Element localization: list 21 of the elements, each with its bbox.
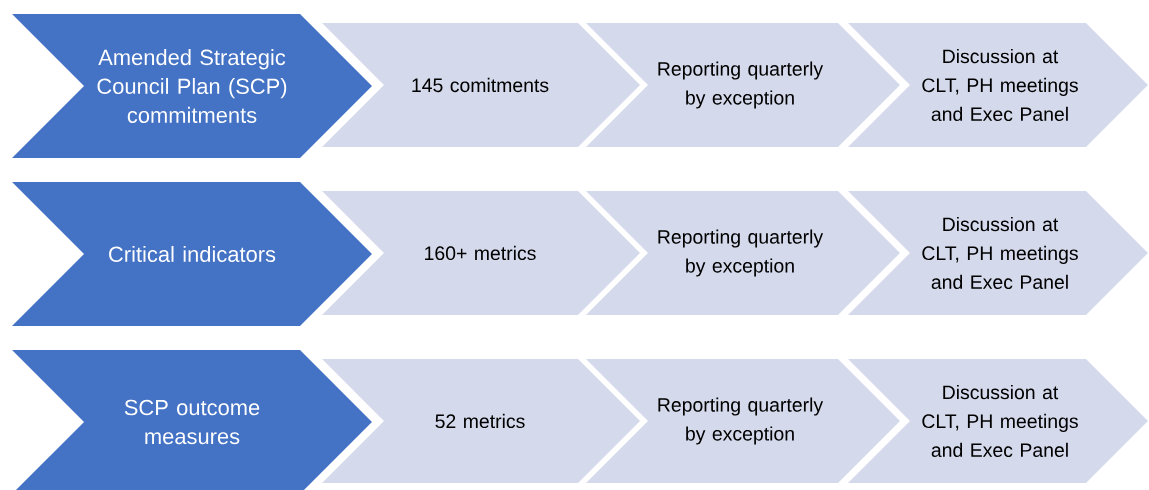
chevron-step: 145 comitments bbox=[322, 23, 640, 147]
node-label: Discussion at CLT, PH meetings and Exec Panel bbox=[922, 48, 1078, 122]
chevron-heading: SCP outcome measures bbox=[12, 350, 372, 490]
node-label: Reporting quarterly by exception bbox=[658, 229, 824, 277]
node-label: Discussion at CLT, PH meetings and Exec Panel bbox=[922, 216, 1078, 290]
chevron-step: Discussion at CLT, PH meetings and Exec Panel bbox=[848, 191, 1148, 315]
node-label: 52 metrics bbox=[435, 413, 525, 429]
chevron-step: Reporting quarterly by exception bbox=[586, 23, 900, 147]
node-label: Reporting quarterly by exception bbox=[658, 61, 824, 109]
chevron-heading: Amended Strategic Council Plan (SCP) commitments bbox=[12, 14, 372, 158]
chevron-step: Reporting quarterly by exception bbox=[586, 359, 900, 483]
node-label: Reporting quarterly by exception bbox=[658, 397, 824, 445]
chevron-step: Discussion at CLT, PH meetings and Exec Panel bbox=[848, 23, 1148, 147]
node-label: Discussion at CLT, PH meetings and Exec Panel bbox=[922, 384, 1078, 458]
node-label: 160+ metrics bbox=[425, 245, 536, 261]
chevron-step: 52 metrics bbox=[322, 359, 640, 483]
chevron-step: Reporting quarterly by exception bbox=[586, 191, 900, 315]
chevron-heading: Critical indicators bbox=[12, 182, 372, 326]
chevron-step: Discussion at CLT, PH meetings and Exec Panel bbox=[848, 359, 1148, 483]
node-label: 145 comitments bbox=[412, 77, 549, 93]
chevron-step: 160+ metrics bbox=[322, 191, 640, 315]
